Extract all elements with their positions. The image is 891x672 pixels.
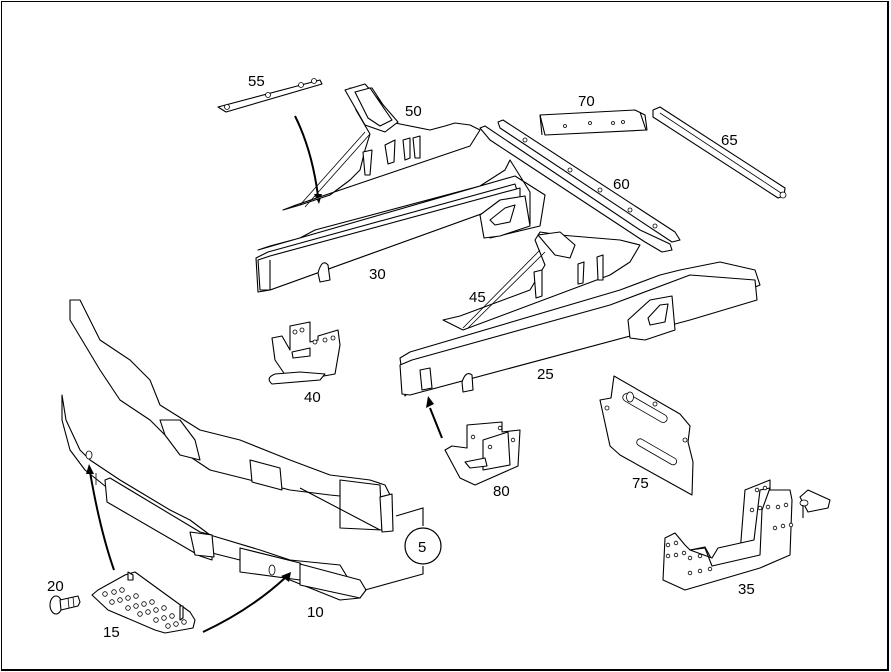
arrow-15-to-10-left [86,464,115,571]
part-40[interactable] [268,321,341,385]
part-35[interactable] [662,479,831,591]
part-35-holes [665,485,794,576]
label-20[interactable]: 20 [47,578,64,595]
part-5-upper-member[interactable] [69,299,394,533]
label-35[interactable]: 35 [738,581,755,598]
label-60[interactable]: 60 [613,176,630,193]
label-80[interactable]: 80 [493,483,510,500]
part-55[interactable] [217,78,323,113]
callout-5-circle [404,527,442,565]
label-15[interactable]: 15 [103,624,120,641]
part-25[interactable] [399,261,761,397]
part-10[interactable] [61,394,367,601]
label-75[interactable]: 75 [632,475,649,492]
part-15[interactable] [91,571,196,634]
callout-5-leaders [364,507,424,591]
label-5[interactable]: 5 [418,539,426,556]
label-65[interactable]: 65 [721,132,738,149]
arrow-55-to-50 [294,115,322,204]
label-10[interactable]: 10 [307,604,324,621]
part-60[interactable] [479,119,681,253]
part-65[interactable] [652,106,787,199]
part-50[interactable] [282,83,481,211]
arrow-80-to-25 [426,396,443,439]
label-55[interactable]: 55 [248,73,265,90]
part-15-holes [102,587,187,629]
part-70[interactable] [539,109,648,136]
label-70[interactable]: 70 [578,93,595,110]
part-20[interactable] [49,595,81,615]
arrow-15-to-10-right [202,572,291,633]
label-25[interactable]: 25 [537,366,554,383]
label-30[interactable]: 30 [369,266,386,283]
label-45[interactable]: 45 [469,289,486,306]
part-30[interactable] [255,159,546,293]
part-75[interactable] [599,375,694,496]
label-40[interactable]: 40 [304,389,321,406]
part-80[interactable] [444,421,521,486]
label-50[interactable]: 50 [405,103,422,120]
part-45[interactable] [442,231,641,331]
